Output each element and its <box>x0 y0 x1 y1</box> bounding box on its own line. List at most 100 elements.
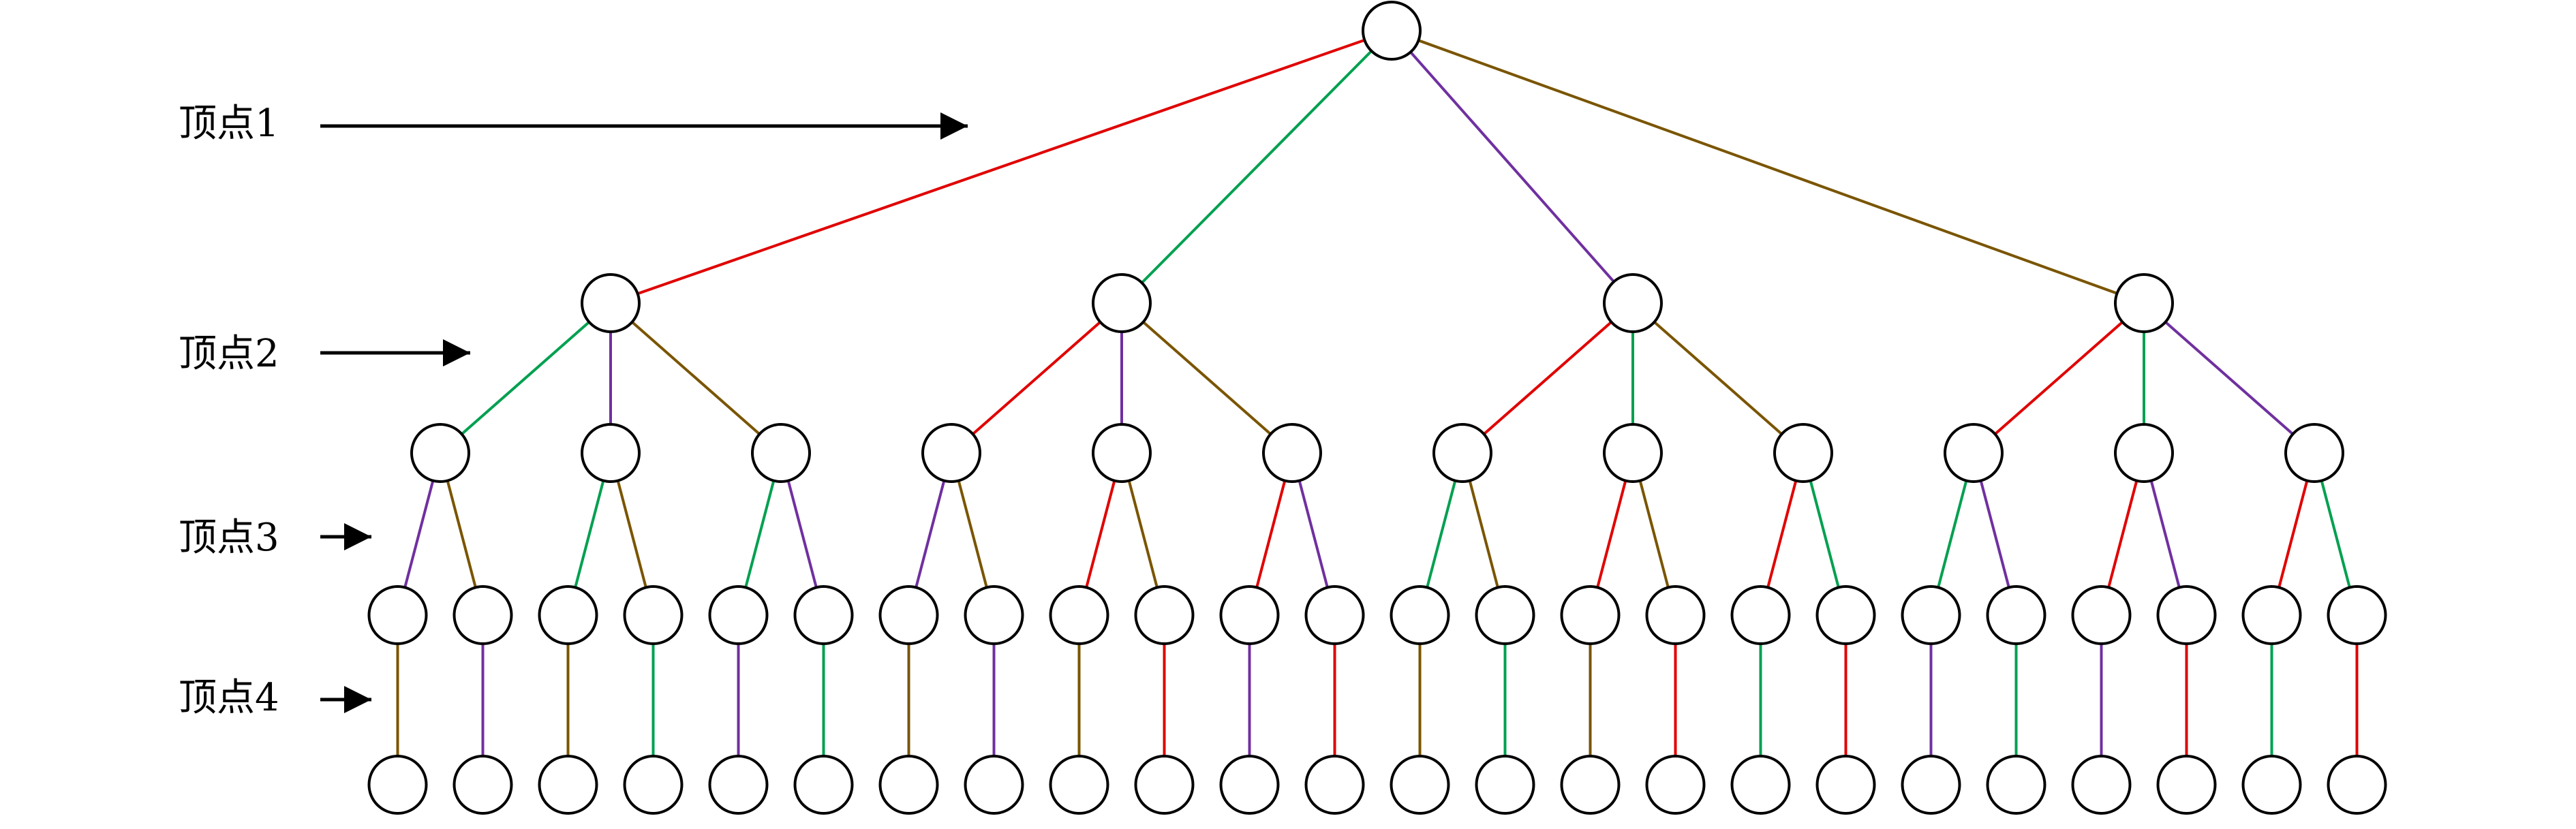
edges-layer <box>396 38 2359 756</box>
tree-node-l5-2-2-1 <box>1815 755 1876 815</box>
tree-node-l4-0-0-0 <box>367 585 428 645</box>
nodes-layer <box>367 1 2387 815</box>
edge-level2-0-2 <box>631 321 761 435</box>
tree-node-l3-2-1 <box>1603 423 1663 483</box>
tree-node-l5-0-0-1 <box>453 755 513 815</box>
edge-level3-3-1-1 <box>2149 480 2181 588</box>
tree-node-l4-2-1-1 <box>1645 585 1706 645</box>
arrow-3 <box>320 523 371 550</box>
tree-node-l4-3-1-0 <box>2071 585 2132 645</box>
tree-node-l4-0-0-1 <box>453 585 513 645</box>
edge-level1-2 <box>1409 51 1615 283</box>
tree-node-l3-3-2 <box>2284 423 2344 483</box>
tree-node-l4-3-0-1 <box>1986 585 2046 645</box>
tree-node-l4-0-2-1 <box>793 585 854 645</box>
tree-node-l3-2-2 <box>1773 423 1833 483</box>
tree-node-l5-1-2-0 <box>1219 755 1280 815</box>
tree-node-l4-1-2-0 <box>1219 585 1280 645</box>
tree-node-l3-1-0 <box>921 423 981 483</box>
edge-level3-3-1-0 <box>2107 480 2138 588</box>
level-label-2: 顶点2 <box>179 332 279 376</box>
edge-level2-3-0 <box>1994 321 2123 435</box>
tree-node-l5-2-0-0 <box>1390 755 1450 815</box>
tree-node-l5-3-1-1 <box>2156 755 2217 815</box>
tree-node-l5-2-1-1 <box>1645 755 1706 815</box>
edge-level3-1-2-1 <box>1298 480 1329 588</box>
level-label-3: 顶点3 <box>179 516 279 560</box>
edge-level3-2-0-1 <box>1468 480 1499 588</box>
edge-level3-3-0-1 <box>1979 480 2010 588</box>
edge-level3-2-2-1 <box>1809 480 1840 588</box>
edge-level3-2-1-0 <box>1596 480 1627 588</box>
edge-level2-2-0 <box>1483 321 1612 435</box>
tree-node-l4-1-0-0 <box>878 585 939 645</box>
tree-node-l5-1-2-1 <box>1304 755 1365 815</box>
edge-level2-2-2 <box>1653 321 1783 435</box>
edge-level3-0-1-0 <box>574 480 605 588</box>
tree-node-l5-2-0-1 <box>1475 755 1535 815</box>
tree-node-l3-3-0 <box>1944 423 2004 483</box>
tree-node-l4-0-2-0 <box>708 585 769 645</box>
tree-node-l2-1 <box>1092 273 1152 333</box>
tree-node-l5-0-1-0 <box>538 755 598 815</box>
edge-level3-1-0-1 <box>957 480 988 588</box>
tree-node-l3-3-1 <box>2114 423 2174 483</box>
edge-level2-0-0 <box>461 321 590 435</box>
edge-level3-2-2-0 <box>1766 480 1798 588</box>
tree-node-l3-2-0 <box>1432 423 1492 483</box>
tree-node-l5-1-1-1 <box>1134 755 1195 815</box>
tree-node-l5-0-0-0 <box>367 755 428 815</box>
level-label-group: 顶点1 顶点2 顶点3 顶点4 <box>179 101 968 720</box>
arrow-4 <box>320 686 371 713</box>
tree-node-l5-2-2-0 <box>1730 755 1791 815</box>
tree-node-l5-1-0-0 <box>878 755 939 815</box>
edge-level3-1-1-1 <box>1127 480 1159 588</box>
edge-level3-2-0-0 <box>1426 480 1457 588</box>
level-label-1: 顶点1 <box>179 101 279 146</box>
tree-node-l4-3-2-0 <box>2241 585 2302 645</box>
edge-level2-1-2 <box>1142 321 1272 435</box>
tree-node-l3-1-2 <box>1262 423 1322 483</box>
tree-node-l4-2-0-0 <box>1390 585 1450 645</box>
tree-node-l4-2-0-1 <box>1475 585 1535 645</box>
tree-node-l4-1-1-1 <box>1134 585 1195 645</box>
edge-level3-1-1-0 <box>1085 480 1116 588</box>
tree-node-l3-1-1 <box>1092 423 1152 483</box>
edge-level3-3-2-0 <box>2278 480 2309 588</box>
tree-node-l4-2-1-0 <box>1560 585 1621 645</box>
tree-node-l5-1-1-0 <box>1049 755 1109 815</box>
tree-node-l4-2-2-1 <box>1815 585 1876 645</box>
tree-node-l5-0-2-0 <box>708 755 769 815</box>
edge-level3-1-2-0 <box>1255 480 1287 588</box>
tree-node-l5-1-0-1 <box>964 755 1024 815</box>
tree-node-root <box>1362 1 1422 61</box>
tree-node-l5-0-1-1 <box>623 755 684 815</box>
arrow-2 <box>320 339 470 366</box>
tree-node-l4-3-1-1 <box>2156 585 2217 645</box>
edge-level3-3-0-0 <box>1937 480 1968 588</box>
edge-level3-2-1-1 <box>1638 480 1670 588</box>
edge-level1-1 <box>1141 50 1373 284</box>
tree-node-l5-3-1-0 <box>2071 755 2132 815</box>
tree-node-l4-2-2-0 <box>1730 585 1791 645</box>
tree-node-l4-1-2-1 <box>1304 585 1365 645</box>
edge-level3-0-0-0 <box>403 480 435 588</box>
tree-node-l4-3-2-1 <box>2327 585 2387 645</box>
tree-node-l4-0-1-1 <box>623 585 684 645</box>
edge-level3-0-1-1 <box>616 480 647 588</box>
tree-node-l5-3-2-0 <box>2241 755 2302 815</box>
arrow-1 <box>320 112 968 140</box>
tree-node-l2-2 <box>1603 273 1663 333</box>
edge-level3-3-2-1 <box>2320 480 2351 588</box>
tree-node-l4-3-0-0 <box>1901 585 1961 645</box>
tree-node-l4-1-1-0 <box>1049 585 1109 645</box>
edge-level1-0 <box>637 38 1366 296</box>
edge-level3-1-0-0 <box>915 480 946 588</box>
edge-level1-3 <box>1417 39 2118 295</box>
edge-level3-0-2-0 <box>744 480 776 588</box>
tree-node-l5-3-2-1 <box>2327 755 2387 815</box>
tree-node-l4-0-1-0 <box>538 585 598 645</box>
level-label-4: 顶点4 <box>179 676 279 720</box>
tree-node-l3-0-1 <box>581 423 641 483</box>
